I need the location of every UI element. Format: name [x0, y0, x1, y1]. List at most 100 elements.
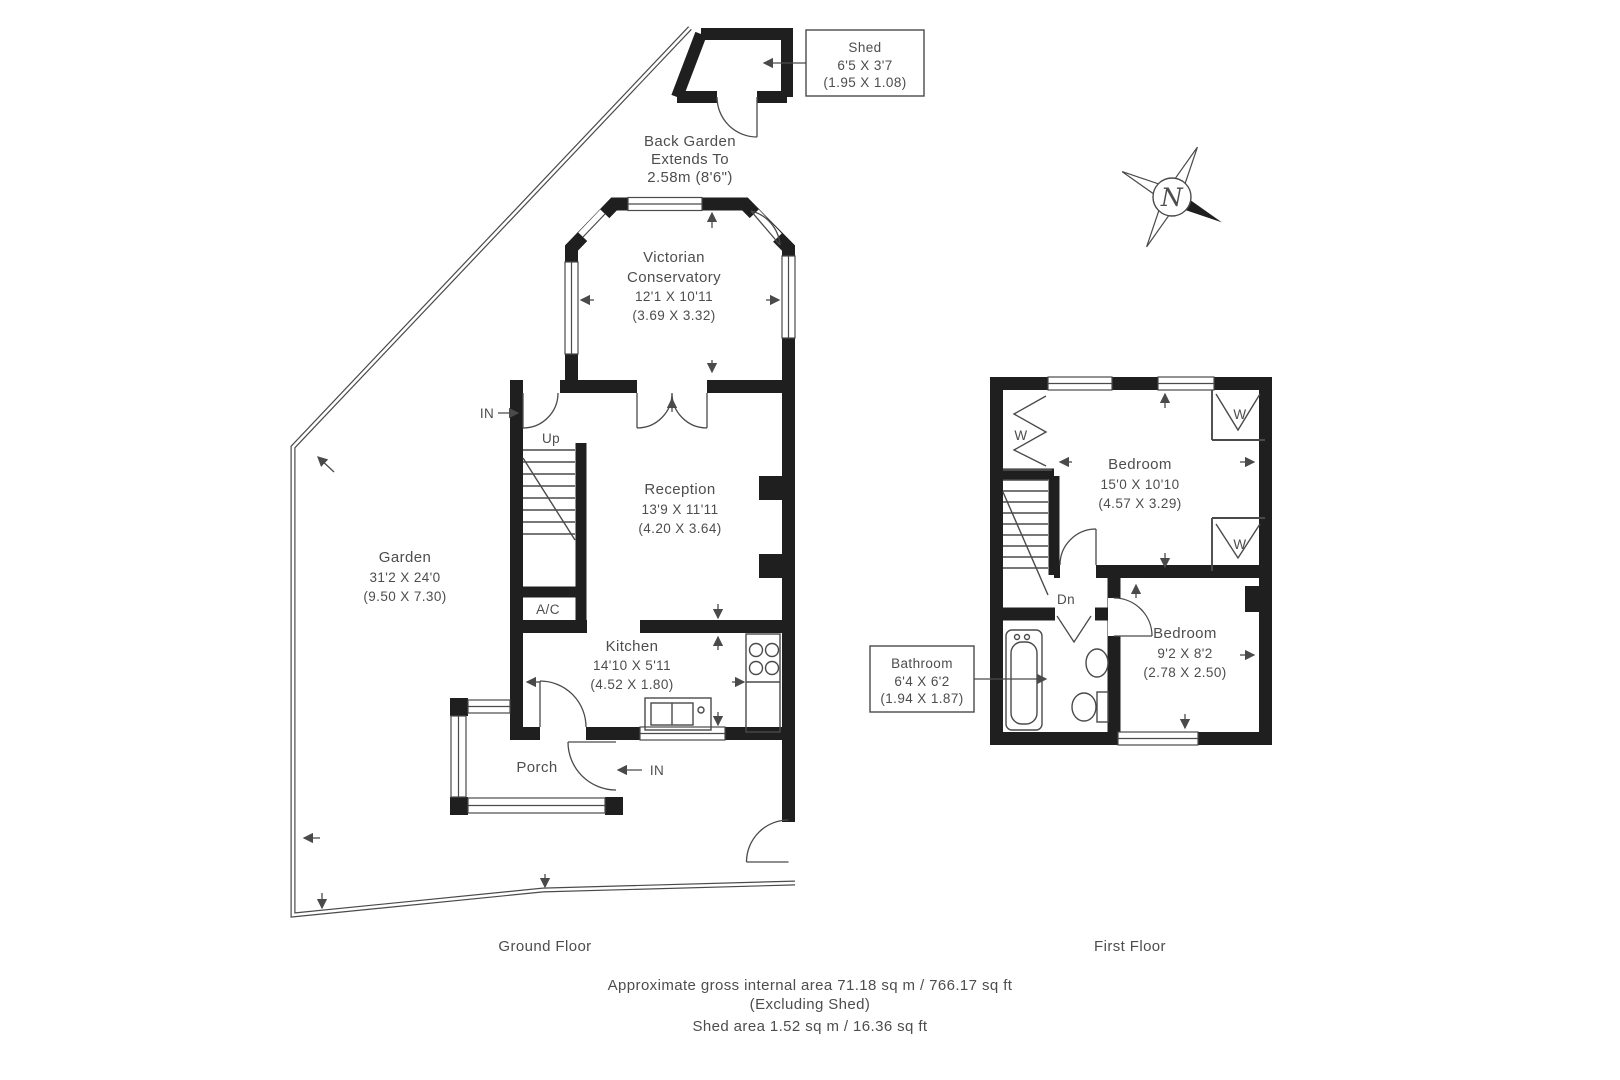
kitchen-label: Kitchen: [606, 638, 659, 655]
first-labels: Bedroom 15'0 X 10'10 (4.57 X 3.29) Bedro…: [1094, 456, 1226, 955]
double-door-opening: [637, 380, 707, 393]
kitchen-door-arc: [539, 680, 587, 728]
dimension-arrows-first: [1058, 392, 1256, 730]
dn-label: Dn: [1057, 592, 1075, 607]
footer-shed-area-line: Shed area 1.52 sq m / 16.36 sq ft: [692, 1018, 927, 1035]
conservatory-dims-ft: 12'1 X 10'11: [635, 289, 713, 304]
footer: Approximate gross internal area 71.18 sq…: [608, 977, 1013, 1035]
sink-tap-icon: [697, 706, 705, 714]
up-label: Up: [542, 431, 560, 446]
basin-icon: [1085, 648, 1109, 678]
wardrobe-mr-doors: [1215, 523, 1261, 560]
bedroom2-label: Bedroom: [1153, 625, 1217, 642]
bathroom-fixtures: [1005, 629, 1109, 731]
stairs-first-treads: [1003, 479, 1048, 569]
wardrobe-tr-doors: [1215, 393, 1261, 432]
garden-fence-inner: [291, 27, 796, 917]
shed-callout: Shed 6'5 X 3'7 (1.95 X 1.08): [762, 29, 925, 97]
conservatory-door-arc: [750, 210, 781, 246]
wardrobe-label: W: [1014, 428, 1027, 443]
bedroom1-door-opening: [1060, 565, 1096, 578]
garden-fence: [290, 26, 796, 918]
dimension-arrows-ground: [302, 211, 781, 910]
stove-burner-icon: [764, 660, 780, 676]
bedroom1-label: Bedroom: [1108, 456, 1172, 473]
side-door-arc: [522, 392, 559, 429]
bathroom-door-opening: [1055, 607, 1095, 621]
bedroom1-dims-ft: 15'0 X 10'10: [1100, 477, 1179, 492]
bedroom1-door-arc: [1059, 528, 1097, 566]
kitchen-counter: [745, 633, 781, 733]
bathroom-dims-m: (1.94 X 1.87): [880, 691, 963, 706]
bath-tap-icon: [1013, 633, 1021, 641]
toilet-bowl-icon: [1071, 692, 1097, 722]
conservatory-label-2: Conservatory: [627, 269, 721, 286]
back-garden-label-2: Extends To: [651, 151, 729, 168]
chimney-breast-lower: [759, 554, 782, 578]
chimney-breast-upper: [759, 476, 782, 500]
wardrobe-tr-walls: [1211, 390, 1265, 441]
chimney-breast-first: [1245, 586, 1265, 612]
footer-excluding-line: (Excluding Shed): [750, 996, 871, 1013]
conservatory: [564, 196, 796, 380]
back-garden-label-3: 2.58m (8'6"): [647, 169, 733, 186]
stairs-ground-treads: [523, 449, 575, 535]
stove-burner-icon: [748, 642, 764, 658]
porch-pillar: [450, 797, 468, 815]
conservatory-window-cant-left-line: [582, 213, 606, 238]
shed-dims-m: (1.95 X 1.08): [823, 75, 906, 90]
stove-burner-icon: [764, 642, 780, 658]
side-door-opening: [523, 380, 560, 393]
bathroom-dims-ft: 6'4 X 6'2: [894, 674, 949, 689]
bedroom1-dims-m: (4.57 X 3.29): [1098, 496, 1181, 511]
garden-dims-ft: 31'2 X 24'0: [369, 570, 440, 585]
bathroom-label: Bathroom: [891, 656, 953, 671]
reception-dims-ft: 13'9 X 11'11: [641, 502, 718, 517]
in-label-porch: IN: [650, 763, 664, 778]
wardrobe-label: W: [1233, 537, 1246, 552]
bedroom2-dims-m: (2.78 X 2.50): [1143, 665, 1226, 680]
ac-label: A/C: [536, 602, 560, 617]
first-floor-walls: [990, 376, 1272, 746]
bedroom2-door-arc: [1113, 597, 1153, 637]
in-label-side: IN: [480, 406, 494, 421]
garden-dims-m: (9.50 X 7.30): [363, 589, 446, 604]
house-walls: [510, 380, 795, 863]
conservatory-dims-m: (3.69 X 3.32): [632, 308, 715, 323]
double-door-arcs: [636, 392, 708, 429]
back-garden-label-1: Back Garden: [644, 133, 736, 150]
kitchen-dims-m: (4.52 X 1.80): [590, 677, 673, 692]
porch: [450, 698, 623, 815]
ground-labels: Back Garden Extends To 2.58m (8'6") Vict…: [363, 133, 736, 955]
bedroom2-door-opening: [1108, 598, 1121, 636]
toilet-cistern-icon: [1096, 691, 1109, 723]
bath-tap-icon: [1023, 633, 1031, 641]
stairs-ground-diagonal: [522, 457, 576, 541]
shed: [671, 28, 793, 138]
reception-dims-m: (4.20 X 3.64): [638, 521, 721, 536]
compass-n-label: N: [1160, 183, 1184, 212]
hall-kitchen-opening: [587, 620, 640, 633]
first-outer-walls: [990, 377, 1272, 745]
stairs-first: Dn: [1002, 479, 1075, 607]
sink-unit: [644, 697, 712, 731]
front-door-opening: [540, 727, 586, 740]
wardrobe-tl-doors: [1012, 395, 1048, 467]
ground-floor-plan: Shed 6'5 X 3'7 (1.95 X 1.08) IN: [290, 26, 925, 955]
stairs-ground: [522, 449, 576, 541]
shed-label: Shed: [848, 40, 881, 55]
first-floor-plan: W W W Dn Bathroom 6'4 X 6'2 (1.94 X 1.8: [869, 376, 1272, 955]
dim-arrow: [317, 456, 335, 473]
house-outer-and-inner-walls: [510, 380, 795, 822]
stove-burner-icon: [748, 660, 764, 676]
conservatory-label-1: Victorian: [643, 249, 705, 266]
first-floor-label: First Floor: [1094, 938, 1166, 955]
porch-pillar: [605, 797, 623, 815]
bedroom2-dims-ft: 9'2 X 8'2: [1157, 646, 1212, 661]
porch-label: Porch: [516, 759, 557, 776]
bathtub-inner: [1010, 641, 1038, 725]
bathroom-callout: Bathroom 6'4 X 6'2 (1.94 X 1.87): [869, 645, 1048, 713]
shed-door-arc: [716, 96, 758, 138]
